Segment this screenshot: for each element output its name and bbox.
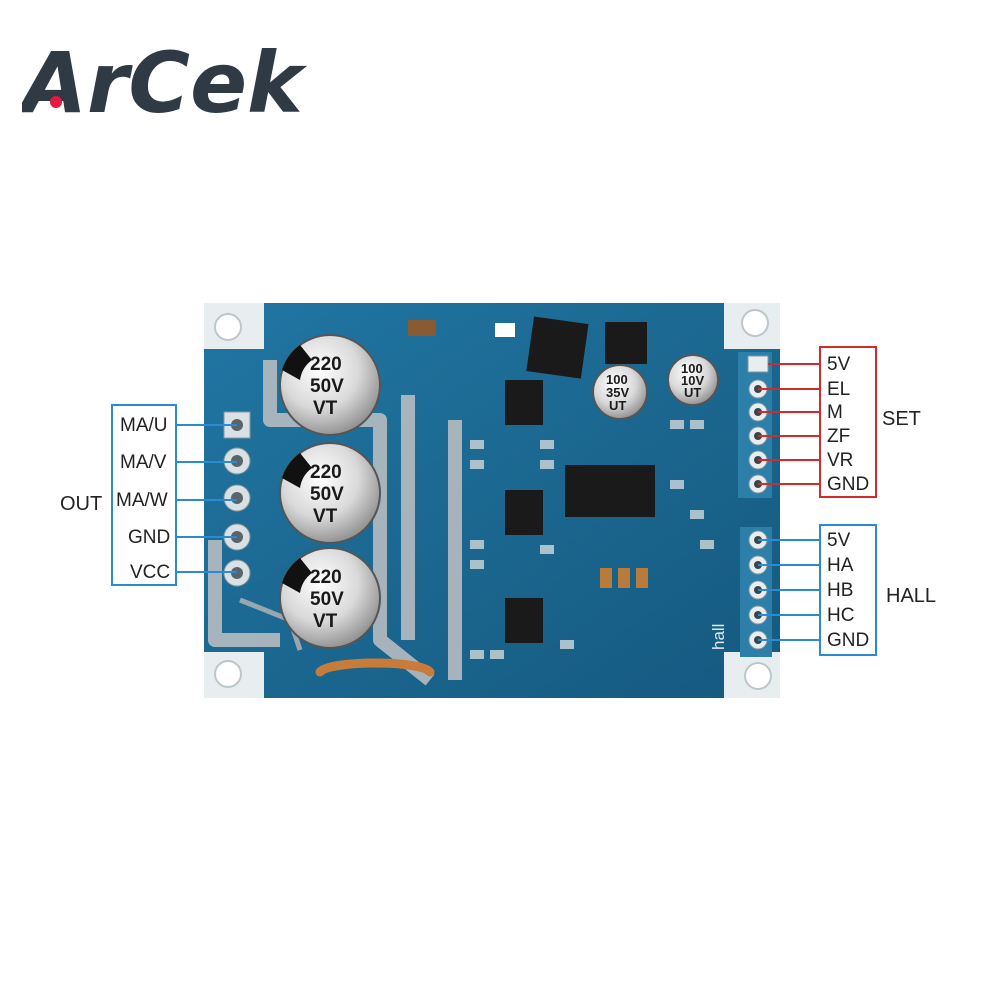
svg-text:35V: 35V bbox=[606, 385, 629, 400]
svg-text:220: 220 bbox=[310, 354, 342, 375]
out-pads bbox=[223, 411, 251, 587]
svg-text:10V: 10V bbox=[681, 373, 704, 388]
out-pin-label: GND bbox=[128, 527, 170, 548]
brand-logo: ArCek bbox=[22, 34, 308, 128]
set-group-label: SET bbox=[882, 408, 921, 430]
brand-logo-text: ArCek bbox=[22, 34, 308, 128]
out-pin-label: MA/V bbox=[120, 452, 167, 473]
capacitor-3: 220 50V VT bbox=[279, 547, 381, 649]
brand-logo-dot bbox=[50, 96, 62, 108]
set-callout-box bbox=[819, 346, 877, 498]
hall-pin-label: HA bbox=[827, 555, 854, 576]
hall-pin-label: GND bbox=[827, 630, 869, 651]
hall-pin-label: HC bbox=[827, 605, 854, 626]
svg-text:UT: UT bbox=[684, 385, 701, 400]
svg-text:50V: 50V bbox=[310, 484, 344, 505]
set-header bbox=[738, 352, 772, 498]
capacitor-small-2: 100 10V UT bbox=[667, 354, 719, 406]
set-pin-label: GND bbox=[827, 474, 869, 495]
out-pin-label: MA/U bbox=[120, 415, 168, 436]
set-pin-label: EL bbox=[827, 379, 850, 400]
smd-components bbox=[470, 420, 714, 659]
mount-hole-icon bbox=[741, 309, 769, 337]
set-pin-label: VR bbox=[827, 450, 853, 471]
capacitor-2: 220 50V VT bbox=[279, 442, 381, 544]
out-pin-label: VCC bbox=[130, 562, 170, 583]
pcb-board: 220 50V VT 220 50V VT 220 50V VT 100 35V… bbox=[204, 303, 780, 698]
svg-text:UT: UT bbox=[609, 398, 626, 413]
chip-components bbox=[408, 316, 655, 643]
hall-group-label: HALL bbox=[886, 585, 936, 607]
out-callout-box bbox=[111, 404, 177, 586]
set-callout: 5V EL M ZF VR GND SET bbox=[758, 346, 921, 498]
svg-text:50V: 50V bbox=[310, 589, 344, 610]
svg-text:220: 220 bbox=[310, 567, 342, 588]
capacitor-1: 220 50V VT bbox=[279, 334, 381, 436]
out-group-label: OUT bbox=[60, 493, 102, 515]
mount-hole-icon bbox=[744, 662, 772, 690]
svg-text:VT: VT bbox=[313, 398, 338, 419]
svg-text:VT: VT bbox=[313, 506, 338, 527]
hall-pin-label: HB bbox=[827, 580, 853, 601]
out-callout: MA/U MA/V MA/W GND VCC OUT bbox=[60, 404, 237, 586]
svg-text:220: 220 bbox=[310, 462, 342, 483]
out-pin-label: MA/W bbox=[116, 490, 168, 511]
hall-header bbox=[740, 527, 772, 657]
mount-hole-icon bbox=[214, 660, 242, 688]
hall-callout: 5V HA HB HC GND HALL bbox=[758, 524, 936, 656]
capacitor-small-1: 100 35V UT bbox=[592, 364, 648, 420]
set-pin-label: M bbox=[827, 402, 843, 423]
mount-hole-icon bbox=[214, 313, 242, 341]
svg-text:50V: 50V bbox=[310, 376, 344, 397]
silk-hall-label: hall bbox=[709, 624, 728, 650]
svg-text:100: 100 bbox=[606, 372, 628, 387]
svg-text:VT: VT bbox=[313, 611, 338, 632]
hall-pin-label: 5V bbox=[827, 530, 851, 551]
set-pin-label: 5V bbox=[827, 354, 851, 375]
svg-text:100: 100 bbox=[681, 361, 703, 376]
wire-jumper bbox=[315, 658, 435, 677]
set-pin-label: ZF bbox=[827, 426, 850, 447]
